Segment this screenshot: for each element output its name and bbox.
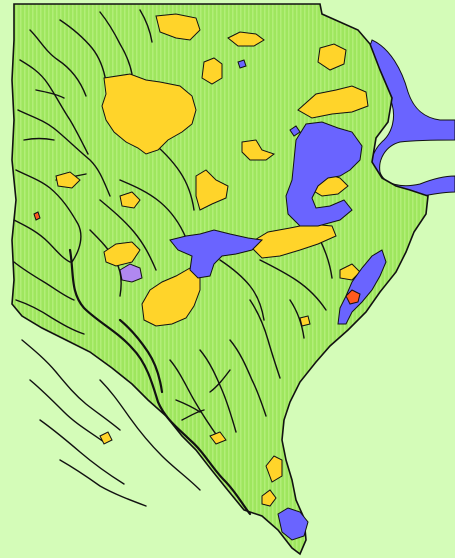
blue-north-dot — [237, 59, 247, 69]
river-east-1 — [259, 259, 327, 311]
river-sw-1 — [21, 339, 121, 431]
river-west-5 — [13, 219, 71, 263]
main-river — [68, 248, 252, 516]
river-south-2 — [169, 359, 221, 441]
river-trib-3 — [209, 369, 231, 393]
river-north-3 — [139, 9, 153, 43]
yellow-zone-south-dot-c — [299, 315, 311, 327]
yellow-zone-southeast-b — [261, 489, 277, 507]
river-central-4 — [149, 139, 195, 211]
outside-river — [367, 39, 455, 199]
river-east-2 — [219, 259, 265, 321]
blue-river-band — [169, 229, 264, 279]
yellow-zone-south-dot-b — [209, 431, 227, 445]
river-north-2 — [99, 11, 133, 75]
red-zone-east — [345, 289, 361, 305]
yellow-zone-center — [195, 169, 229, 211]
yellow-zones — [55, 13, 369, 507]
river-south-5 — [249, 299, 281, 379]
river-trib-6 — [35, 89, 65, 99]
river-west-2 — [29, 29, 87, 97]
river-sw-3 — [39, 419, 125, 485]
other-zones — [33, 211, 361, 305]
yellow-zone-west-small-a — [55, 171, 81, 189]
river-central-3 — [119, 179, 187, 239]
yellow-zone-band-east — [247, 223, 337, 259]
central-river — [118, 318, 164, 394]
river-sw-4 — [59, 459, 147, 507]
river-east-3 — [289, 299, 305, 339]
yellow-zone-northwest — [101, 73, 197, 155]
river-south-3 — [199, 349, 237, 433]
river-west-7 — [15, 299, 85, 335]
river-west-4 — [15, 169, 82, 263]
river-trib-5 — [23, 137, 55, 141]
yellow-zone-north-top — [155, 13, 201, 41]
river-north-1 — [59, 19, 107, 83]
blue-lake-northeast — [285, 121, 363, 227]
yellow-zone-north-mid — [201, 57, 223, 85]
river-trib-2 — [181, 409, 205, 421]
river-west-6 — [13, 261, 75, 301]
yellow-zone-west-mid — [103, 241, 141, 267]
river-west-1 — [19, 59, 89, 155]
yellow-zone-south-dot-a — [99, 431, 113, 445]
yellow-zone-north-small — [227, 31, 265, 47]
river-west-3 — [17, 109, 111, 197]
river-south-1 — [99, 379, 201, 491]
blue-east-dot — [289, 125, 301, 137]
river-central-1 — [99, 199, 157, 271]
yellow-zone-south-center — [141, 267, 201, 327]
lavender-zone-west — [119, 263, 143, 283]
rivers — [13, 9, 333, 516]
blue-east-inlet — [337, 249, 387, 325]
outside-river-channel — [367, 39, 455, 199]
yellow-zone-west-small-b — [119, 191, 141, 209]
blue-waters — [169, 59, 387, 541]
red-zone-west-dot — [33, 211, 41, 221]
yellow-zone-mideast — [241, 139, 276, 161]
yellow-zone-southeast-a — [265, 455, 283, 483]
yellow-zone-northeast-a — [317, 43, 347, 71]
river-sw-2 — [29, 379, 105, 443]
blue-south-pool — [277, 507, 309, 541]
river-trib-1 — [175, 399, 201, 413]
yellow-zone-northeast-b — [297, 85, 369, 119]
river-south-4 — [229, 339, 267, 417]
